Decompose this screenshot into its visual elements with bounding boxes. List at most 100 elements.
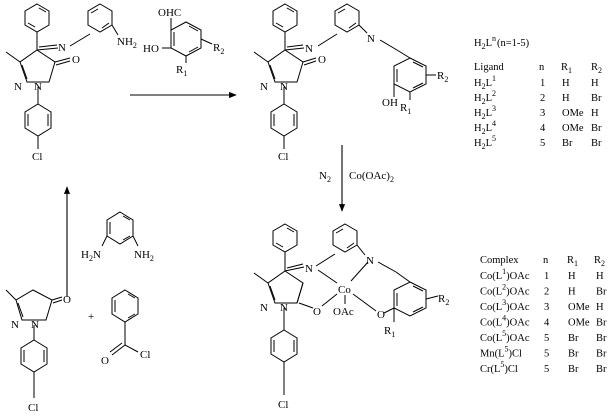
pyrazolone-chloro-label: Cl xyxy=(28,402,38,414)
ligand-row-n: 1 xyxy=(540,78,545,89)
complex-row-name: Co(L4)OAc xyxy=(480,314,530,329)
complex-chloro-label: Cl xyxy=(278,399,288,411)
complex-row-r1: OMe xyxy=(568,302,590,313)
complex-row-n: 5 xyxy=(544,333,549,344)
ligand-row-r2: Br xyxy=(591,93,602,104)
ligand-row-r2: H xyxy=(591,108,599,119)
complex-row-name: Co(L3)OAc xyxy=(480,298,530,313)
pyrazolone-structure: O N N Cl xyxy=(5,289,71,414)
complex-r2-label: R2 xyxy=(438,293,449,307)
ligand-general-formula: H2Ln(n=1-5) xyxy=(474,34,530,51)
complex-row-r1: Br xyxy=(568,333,579,344)
ligand-header-n: n xyxy=(539,62,545,73)
ligand-oh-label: OH xyxy=(382,97,398,109)
complex-row-r2: H xyxy=(596,271,604,282)
complex-row-r1: H xyxy=(568,271,576,282)
cobalt-label: Co xyxy=(338,284,351,296)
complex-imine-n-label-1: N xyxy=(305,263,313,275)
ligand-header-r2: R2 xyxy=(591,62,602,75)
complex-row-name: Mn(L5)Cl xyxy=(480,345,522,360)
diamine-structure: H2N NH2 xyxy=(81,211,154,263)
complex-row-name: Cr(L5)Cl xyxy=(480,360,518,375)
ligand-row-r2: H xyxy=(591,78,599,89)
pyrazolone-n-label-2: N xyxy=(31,319,39,331)
complex-row-n: 5 xyxy=(544,349,549,360)
diamine-right-label: NH2 xyxy=(134,249,154,263)
ligand-row-name: H2L4 xyxy=(474,119,496,136)
ligand-row-name: H2L1 xyxy=(474,74,496,91)
complex-row-r2: Br xyxy=(596,364,607,375)
aldehyde-label: OHC xyxy=(158,7,181,19)
complex-row-name: Co(L5)OAc xyxy=(480,329,530,344)
imine-n-label: N xyxy=(58,42,66,54)
ligand-row-r2: Br xyxy=(591,138,602,149)
ligand-row-r1: OMe xyxy=(562,123,584,134)
complex-row-r1: Br xyxy=(568,364,579,375)
ligand-row-r2: Br xyxy=(591,123,602,134)
complex-row-r2: Br xyxy=(596,318,607,329)
r2-label: R2 xyxy=(213,42,224,56)
ligand-row-n: 5 xyxy=(540,138,545,149)
atmosphere-label: N2 xyxy=(319,170,331,184)
complex-r1-label: R1 xyxy=(384,325,395,339)
complex-row-n: 4 xyxy=(544,318,550,329)
ligand-row-n: 4 xyxy=(540,123,546,134)
pyrazole-n-label-1: N xyxy=(14,81,22,93)
complex-oac-label: OAc xyxy=(333,306,354,318)
complex-o-label-1: O xyxy=(313,306,321,318)
complex-row-n: 3 xyxy=(544,302,549,313)
amine-nh2-label: NH2 xyxy=(117,36,137,50)
ligand-row-n: 3 xyxy=(540,108,545,119)
ligand-row-r1: Br xyxy=(562,138,573,149)
complex-header-r2: R2 xyxy=(594,255,605,268)
ligand-structure: N N O N N OH R2 R1 Cl xyxy=(253,3,448,163)
complex-row-r2: Br xyxy=(596,287,607,298)
pyrazolone-n-label-1: N xyxy=(11,319,19,331)
ligand-row-name: H2L3 xyxy=(474,104,496,121)
benzoyl-cl-label: Cl xyxy=(140,349,150,361)
complex-row-r2: H xyxy=(596,302,604,313)
hydroxy-label: HO xyxy=(143,43,159,55)
plus-sign: + xyxy=(88,311,94,323)
ligand-imine-n-label-1: N xyxy=(305,43,313,55)
complex-row-r1: H xyxy=(568,287,576,298)
complex-row-n: 1 xyxy=(544,271,549,282)
complex-structure: N N Co O O OAc N N R2 R1 Cl xyxy=(253,223,449,411)
ligand-header-r1: R1 xyxy=(561,62,572,75)
ligand-carbonyl-o-label: O xyxy=(318,54,326,66)
complex-row-name: Co(L1)OAc xyxy=(480,267,530,282)
pyrazole-n-label-2: N xyxy=(34,81,42,93)
reagent-label: Co(OAc)2 xyxy=(349,170,394,184)
ligand-r1-label: R1 xyxy=(400,102,411,116)
complex-row-n: 2 xyxy=(544,287,549,298)
ligand-pyrazole-n-label-1: N xyxy=(260,81,268,93)
ligand-header-name: Ligand xyxy=(474,62,504,73)
salicylaldehyde-structure: OHC HO R1 R2 xyxy=(143,7,224,78)
ligand-row-n: 2 xyxy=(540,93,545,104)
complex-o-label-2: O xyxy=(377,309,385,321)
complex-row-r2: Br xyxy=(596,349,607,360)
carbonyl-o-label: O xyxy=(72,54,80,66)
complex-row-name: Co(L2)OAc xyxy=(480,283,530,298)
ligand-pyrazole-n-label-2: N xyxy=(280,81,288,93)
ligand-chloro-label: Cl xyxy=(278,151,288,163)
ligand-row-r1: H xyxy=(562,78,570,89)
complex-header-n: n xyxy=(543,255,549,266)
diamine-left-label: H2N xyxy=(81,249,101,263)
benzoyl-o-label: O xyxy=(101,355,109,367)
complex-row-n: 5 xyxy=(544,364,549,375)
complex-header-name: Complex xyxy=(480,255,519,266)
pyrazolone-o-label: O xyxy=(63,294,71,306)
complex-imine-n-label-2: N xyxy=(366,255,374,267)
precursor-amine-structure: N NH2 O N N Cl xyxy=(5,3,137,163)
chloro-label: Cl xyxy=(32,151,42,163)
complex-row-r1: Br xyxy=(568,349,579,360)
ligand-row-r1: OMe xyxy=(562,108,584,119)
benzoyl-chloride-structure: O Cl xyxy=(101,289,150,367)
